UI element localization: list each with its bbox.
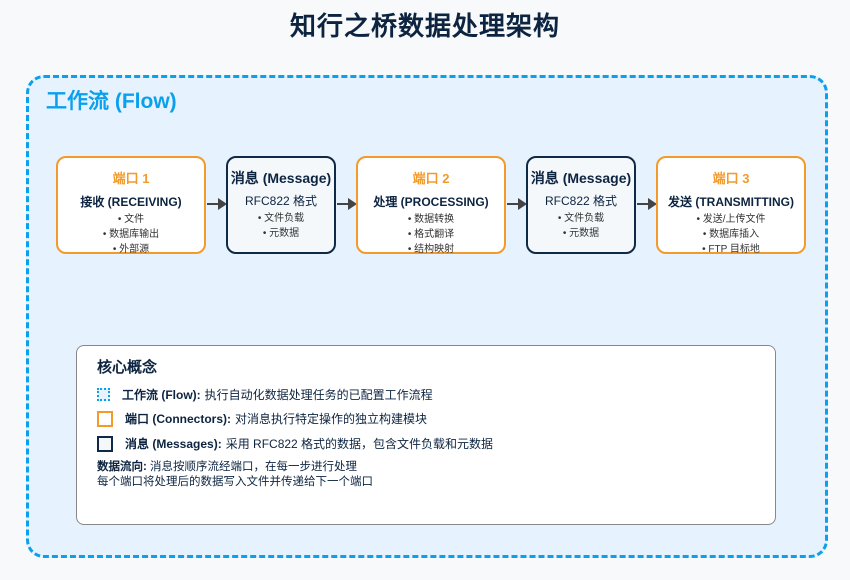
legend-term: 工作流 (Flow): (122, 388, 201, 402)
direction-label: 数据流向: (97, 461, 147, 473)
message-2-head: 消息 (Message) (530, 170, 632, 186)
connector-2-sub: 处理 (PROCESSING) (373, 195, 489, 209)
legend-desc: 采用 RFC822 格式的数据，包含文件负载和元数据 (225, 437, 494, 451)
message-2-sub: RFC822 格式 (544, 194, 618, 208)
message-swatch-icon (97, 435, 113, 452)
connector-1-sub: 接收 (RECEIVING) (80, 195, 182, 209)
direction-text-2: 每个端口将处理后的数据写入文件并传递给下一个端口 (97, 476, 373, 488)
flow-arrow (637, 198, 657, 210)
direction-text: 消息按顺序流经端口，在每一步进行处理 (150, 461, 358, 473)
legend-term: 端口 (Connectors): (125, 412, 231, 426)
legend-flow: 工作流 (Flow): 执行自动化数据处理任务的已配置工作流程 (97, 386, 433, 403)
data-direction-note: 数据流向: 消息按顺序流经端口，在每一步进行处理 每个端口将处理后的数据写入文件… (97, 460, 373, 490)
connector-2: 端口 2 处理 (PROCESSING) • 数据转换 • 格式翻译 • 结构映… (356, 156, 506, 255)
connector-2-item: • 结构映射 (407, 244, 455, 255)
connector-3-head: 端口 3 (712, 171, 750, 186)
connector-3: 端口 3 发送 (TRANSMITTING) • 发送/上传文件 • 数据库插入… (656, 156, 806, 255)
connector-1: 端口 1 接收 (RECEIVING) • 文件 • 数据库输出 • 外部源 (56, 156, 206, 255)
message-1-item: • 元数据 (262, 228, 300, 239)
flow-arrow (507, 198, 527, 210)
message-1-sub: RFC822 格式 (244, 194, 318, 208)
legend-desc: 对消息执行特定操作的独立构建模块 (235, 412, 428, 426)
diagram-title: 知行之桥数据处理架构 (289, 11, 560, 41)
message-2-item: • 元数据 (562, 228, 600, 239)
connector-swatch-icon (97, 410, 113, 427)
message-1-head: 消息 (Message) (230, 170, 332, 186)
flow-arrow (337, 198, 357, 210)
connector-1-item: • 数据库输出 (102, 229, 160, 240)
message-2-item: • 文件负载 (557, 213, 605, 224)
legend-connectors: 端口 (Connectors): 对消息执行特定操作的独立构建模块 (97, 410, 427, 427)
legend-messages: 消息 (Messages): 采用 RFC822 格式的数据，包含文件负载和元数… (97, 435, 493, 452)
legend-term: 消息 (Messages): (125, 437, 222, 451)
legend-desc: 执行自动化数据处理任务的已配置工作流程 (204, 388, 433, 402)
flow-swatch-icon (97, 388, 110, 401)
message-1-item: • 文件负载 (257, 213, 305, 224)
connector-1-item: • 外部源 (112, 244, 150, 255)
connector-3-item: • FTP 目标地 (702, 244, 760, 255)
flow-title: 工作流 (Flow) (46, 90, 177, 113)
connector-3-sub: 发送 (TRANSMITTING) (668, 195, 794, 209)
connector-2-head: 端口 2 (412, 171, 450, 186)
connector-1-item: • 文件 (117, 214, 145, 225)
connector-3-item: • 数据库插入 (702, 229, 760, 240)
message-1: 消息 (Message) RFC822 格式 • 文件负载 • 元数据 (226, 156, 336, 254)
message-2: 消息 (Message) RFC822 格式 • 文件负载 • 元数据 (526, 156, 636, 254)
connector-3-item: • 发送/上传文件 (696, 214, 766, 225)
connector-2-item: • 格式翻译 (407, 229, 455, 240)
core-concepts-panel: 核心概念 工作流 (Flow): 执行自动化数据处理任务的已配置工作流程 端口 … (76, 345, 776, 525)
connector-2-item: • 数据转换 (407, 214, 455, 225)
flow-arrow (207, 198, 227, 210)
concepts-title: 核心概念 (97, 359, 158, 376)
connector-1-head: 端口 1 (112, 171, 150, 186)
